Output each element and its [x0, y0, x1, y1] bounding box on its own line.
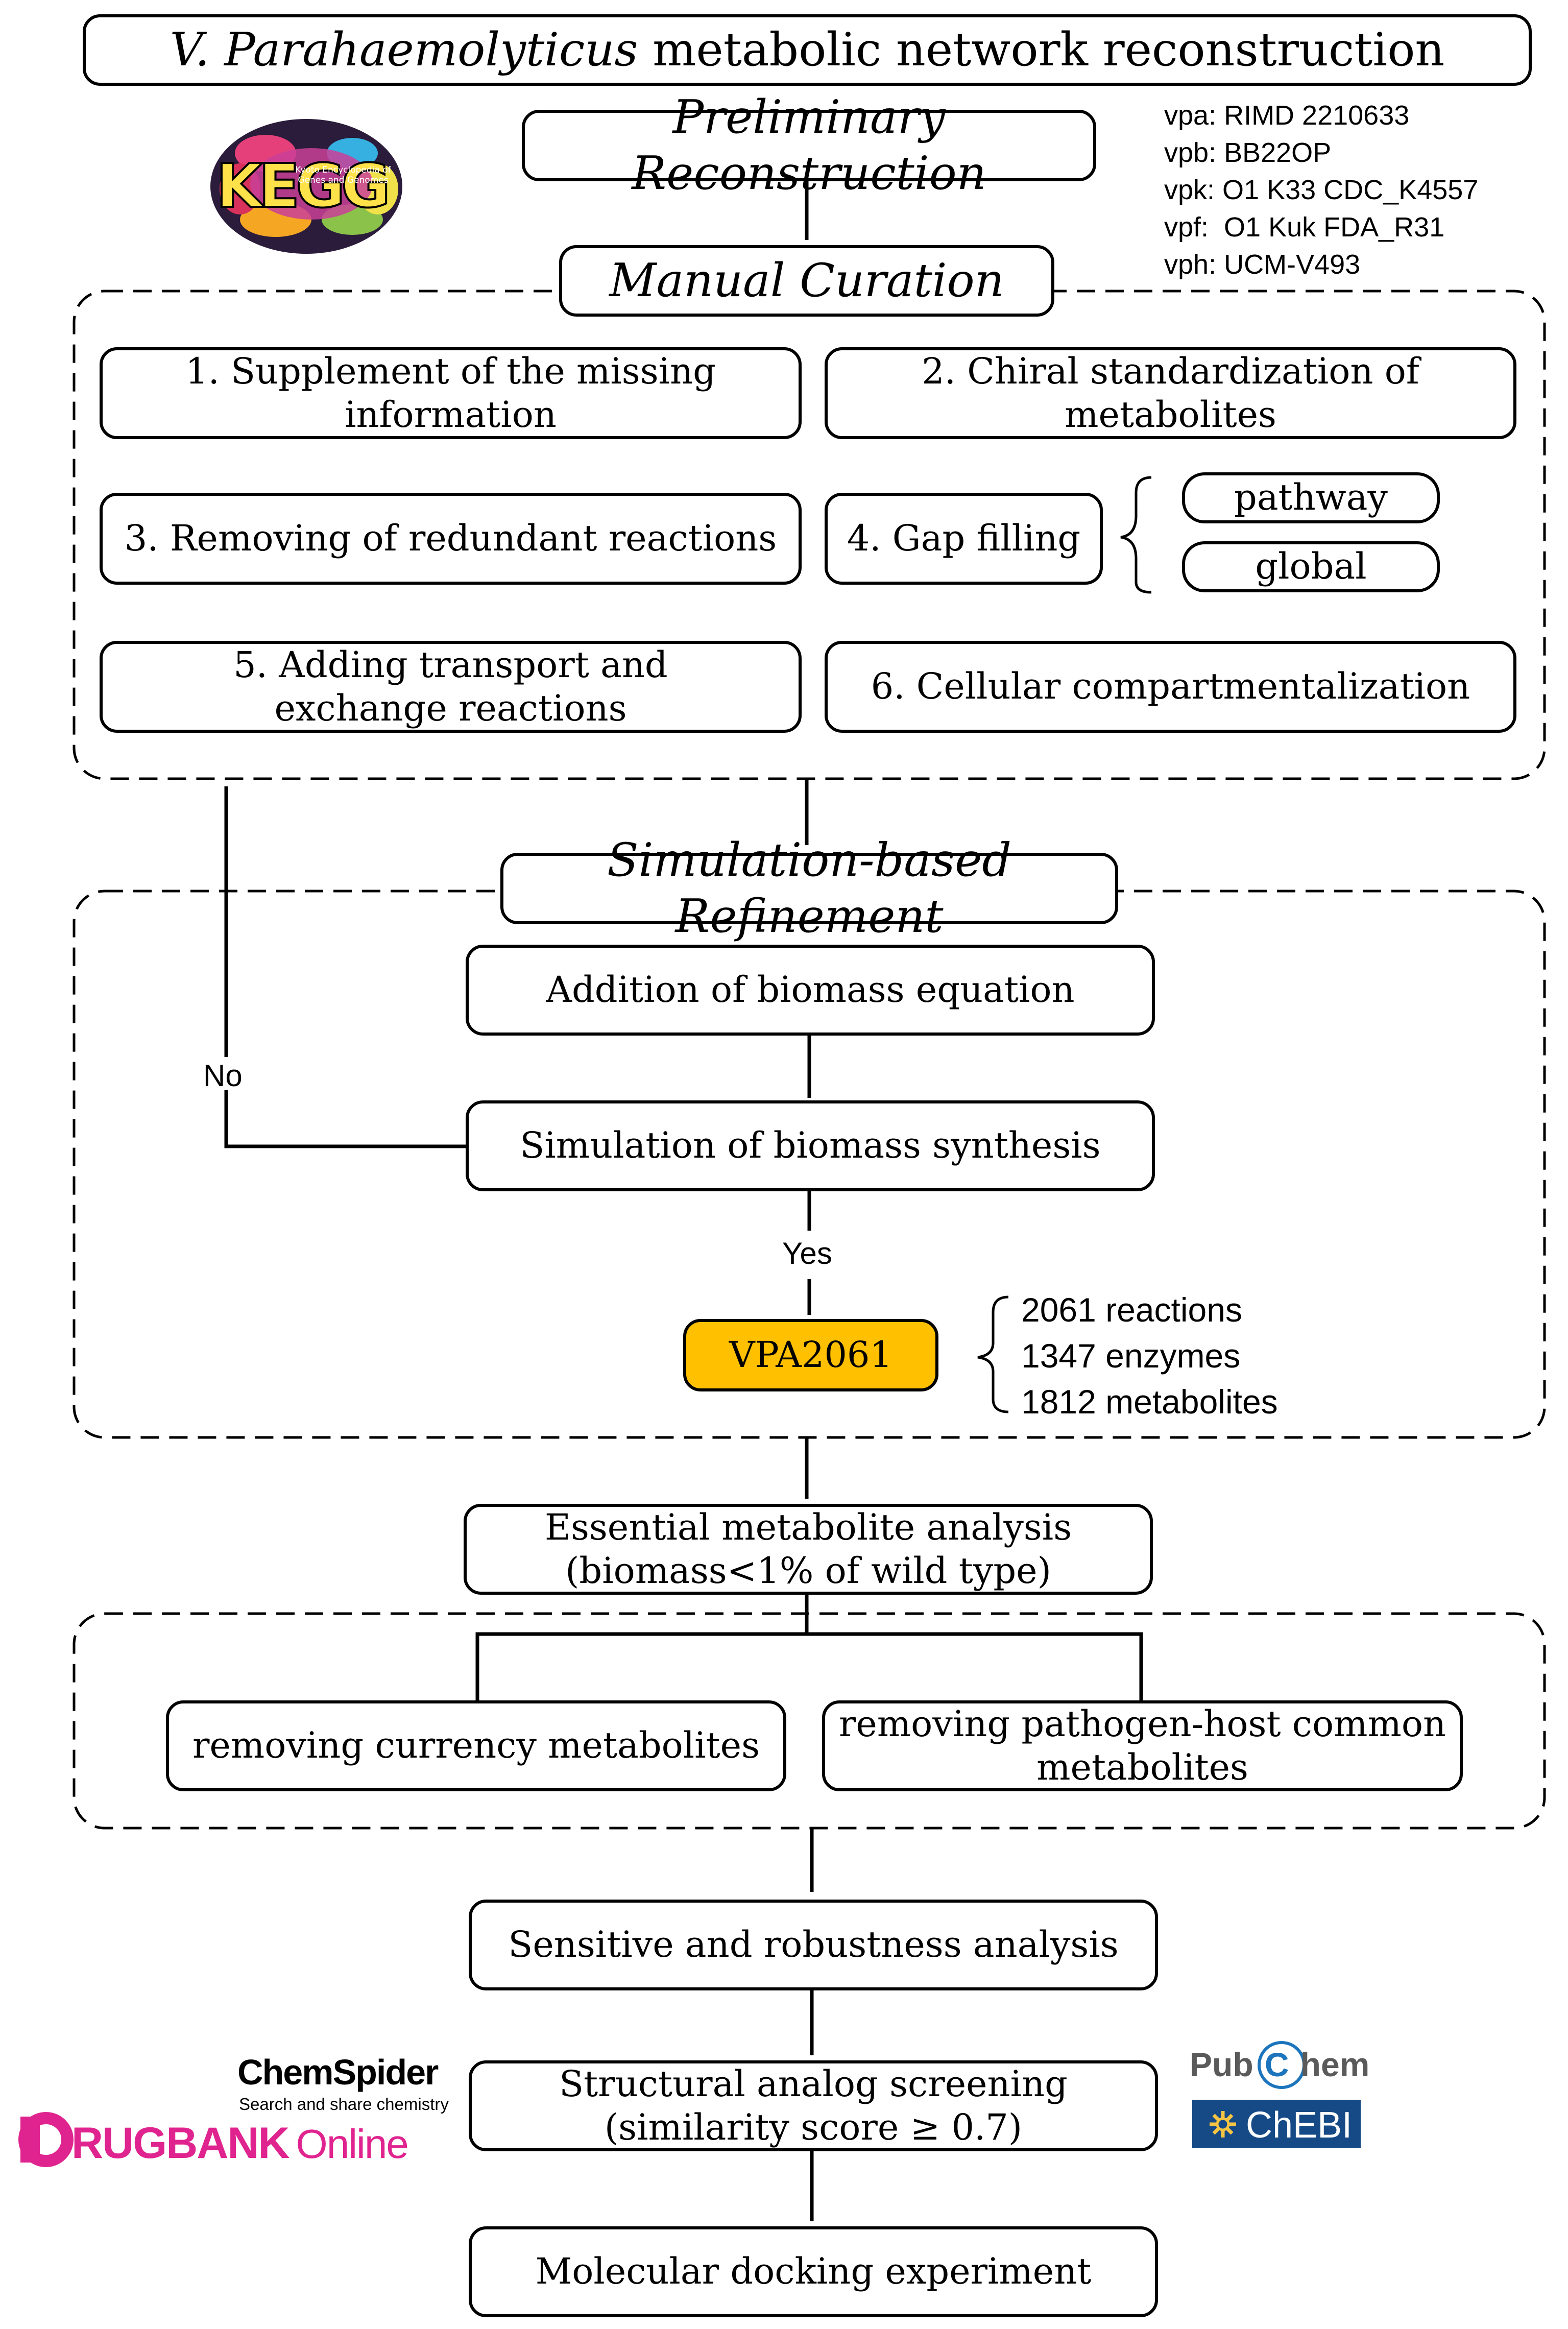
preliminary-reconstruction-box: Preliminary Reconstruction	[522, 90, 1096, 200]
drugbank-logo-mark	[18, 2112, 74, 2167]
biomass-equation-box: Addition of biomass equation	[466, 945, 1155, 1036]
title-rest: metabolic network reconstruction	[638, 23, 1445, 77]
host-common-filter-box: removing pathogen-host common metabolite…	[822, 1700, 1463, 1791]
kegg-logo: KEGG Kyoto Encyclopedia of Genes and Gen…	[210, 119, 402, 254]
kegg-logo-text: KEGG	[216, 151, 387, 221]
docking-box: Molecular docking experiment	[469, 2226, 1158, 2317]
strain-item: vpf: O1 Kuk FDA_R31	[1164, 212, 1445, 243]
yes-label: Yes	[782, 1236, 832, 1270]
currency-filter-box: removing currency metabolites	[166, 1700, 786, 1791]
model-stats: 2061 reactions 1347 enzymes 1812 metabol…	[1021, 1287, 1278, 1425]
strain-item: vpa: RIMD 2210633	[1164, 100, 1410, 131]
curation-step-4: 4. Gap filling	[825, 493, 1103, 585]
stat-enzymes: 1347 enzymes	[1021, 1337, 1241, 1375]
strain-item: vpk: O1 K33 CDC_K4557	[1164, 175, 1479, 205]
chebi-logo: ChEBI	[1192, 2100, 1361, 2148]
structural-screening-box: Structural analog screening (similarity …	[469, 2060, 1158, 2151]
curation-step-2: 2. Chiral standardization of metabolites	[825, 347, 1516, 439]
filter-frame	[73, 1612, 1546, 1830]
gap-option-global: global	[1182, 541, 1440, 592]
pubchem-c-ring	[1258, 2041, 1306, 2089]
strain-list: vpa: RIMD 2210633 vpb: BB22OP vpk: O1 K3…	[1164, 97, 1478, 283]
sensitivity-analysis-box: Sensitive and robustness analysis	[469, 1900, 1158, 1990]
stat-reactions: 2061 reactions	[1021, 1291, 1242, 1329]
strain-item: vpb: BB22OP	[1164, 137, 1332, 168]
curation-step-3: 3. Removing of redundant reactions	[100, 493, 802, 585]
gap-brace	[1120, 476, 1152, 594]
curation-step-1: 1. Supplement of the missing information	[100, 347, 802, 439]
svg-text:Genes and Genomes: Genes and Genomes	[298, 175, 388, 185]
chemspider-tagline: Search and share chemistry	[239, 2095, 449, 2114]
svg-text:ChEBI: ChEBI	[1246, 2105, 1352, 2146]
essential-analysis-box: Essential metabolite analysis (biomass<1…	[464, 1504, 1153, 1595]
strain-item: vph: UCM-V493	[1164, 249, 1361, 280]
chemspider-logo: ChemSpider	[237, 2052, 439, 2092]
stats-brace	[977, 1295, 1009, 1413]
biomass-simulation-box: Simulation of biomass synthesis	[466, 1100, 1155, 1191]
arrows	[224, 181, 1143, 2222]
manual-curation-box: Manual Curation	[559, 245, 1054, 317]
curation-step-5: 5. Adding transport and exchange reactio…	[100, 641, 802, 733]
svg-text:Kyoto Encyclopedia of: Kyoto Encyclopedia of	[295, 165, 391, 175]
stat-metabolites: 1812 metabolites	[1021, 1383, 1278, 1421]
model-badge: VPA2061	[683, 1319, 938, 1391]
gap-option-pathway: pathway	[1182, 472, 1440, 523]
curation-step-6: 6. Cellular compartmentalization	[825, 641, 1516, 733]
species-name: V. Parahaemolyticus	[170, 23, 638, 77]
page-title: V. Parahaemolyticus metabolic network re…	[83, 14, 1532, 86]
no-label: No	[203, 1059, 243, 1093]
refinement-box: Simulation-based Refinement	[500, 833, 1118, 943]
